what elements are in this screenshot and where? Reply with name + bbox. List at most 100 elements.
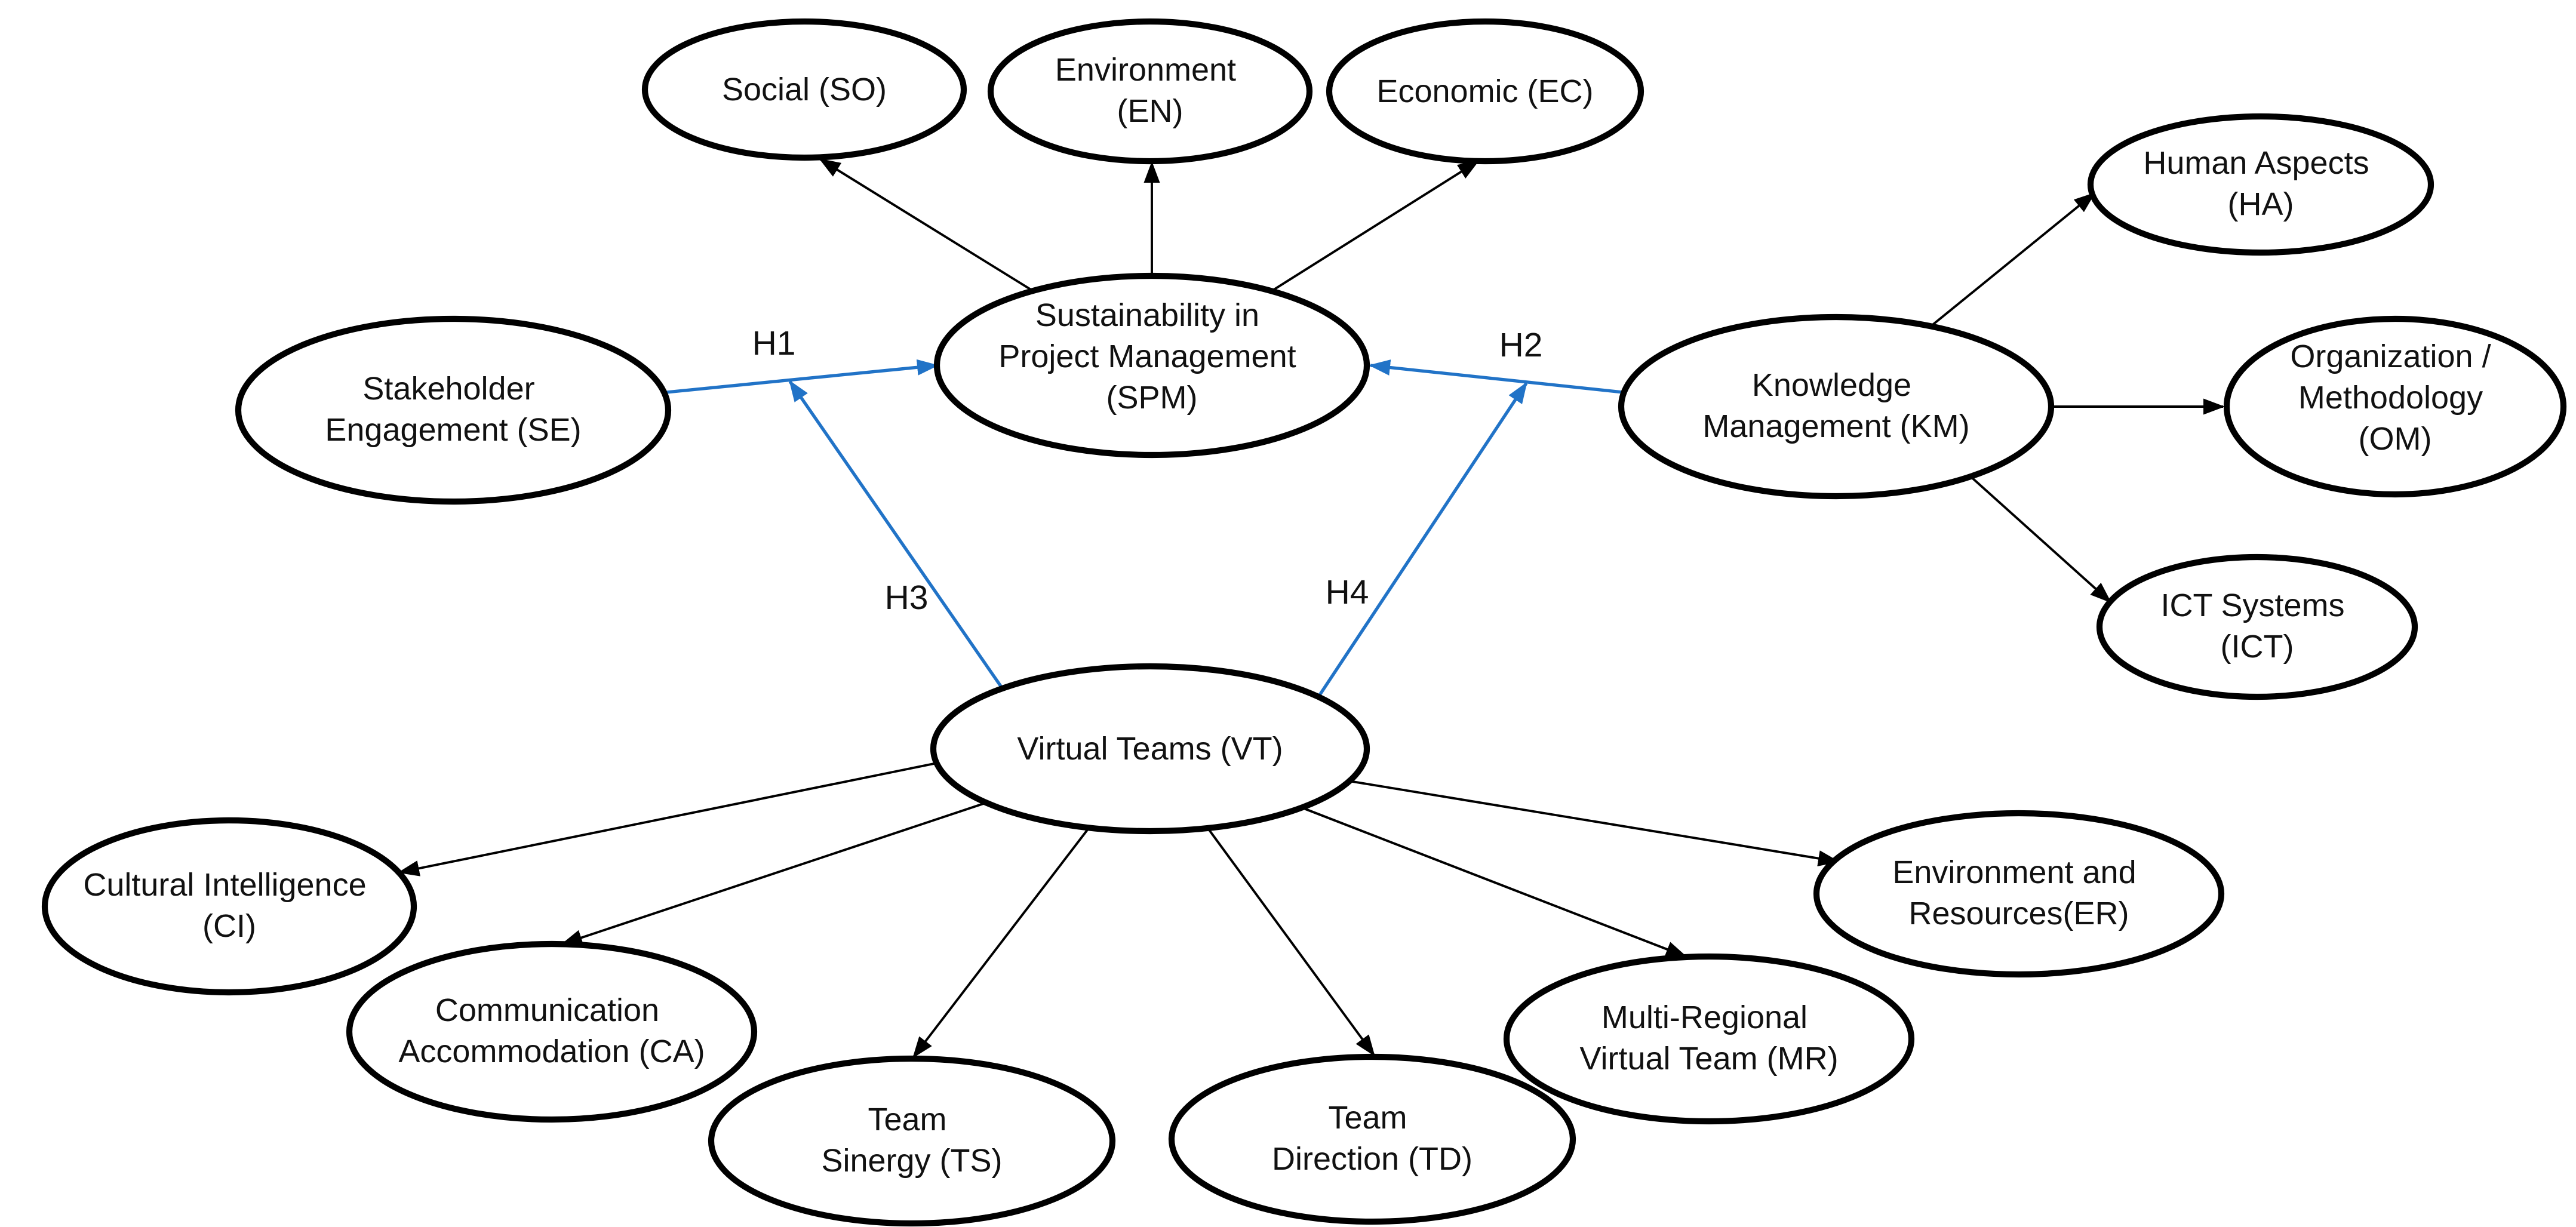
node-ict-shape [2096, 553, 2418, 700]
node-td-shape [1168, 1053, 1576, 1225]
node-td-label: Direction (TD) [1272, 1141, 1473, 1177]
node-km-label: Management (KM) [1702, 408, 1969, 444]
node-ca-label: Accommodation (CA) [398, 1034, 705, 1069]
node-ci-shape [41, 817, 417, 996]
node-er-label: Resources(ER) [1908, 896, 2129, 931]
node-om-label: (OM) [2359, 421, 2432, 457]
svg-text:Multi-Regional Virtual T: Multi-Regional Virtual Team (MR) [1579, 1000, 1838, 1077]
edge-h1-se-spm [666, 359, 939, 394]
node-spm-label: Sustainability in [1035, 297, 1259, 333]
svg-text:ICT Systems (ICT): ICT Systems (ICT) [2160, 588, 2353, 665]
node-td-label: Team [1328, 1100, 1407, 1136]
node-spm-shape [933, 272, 1370, 459]
node-km-label: Knowledge [1752, 367, 1911, 403]
node-environment: Environment (EN) [987, 18, 1313, 165]
hypothesis-label-h4: H4 [1326, 573, 1369, 611]
node-economic-label: Economic (EC) [1376, 73, 1593, 109]
node-cultural-intelligence: Cultural Intelligence (CI) [41, 817, 417, 996]
svg-text:Organization / Methodolo: Organization / Methodology (OM) [2290, 339, 2500, 457]
node-ha-shape [2087, 113, 2434, 256]
node-organization-methodology: Organization / Methodology (OM) [2223, 315, 2567, 498]
node-mr-label: Multi-Regional [1601, 1000, 1807, 1035]
node-mr-shape [1503, 953, 1915, 1125]
node-team-direction: Team Direction (TD) [1168, 1053, 1576, 1225]
hypothesis-label-h1: H1 [752, 324, 796, 362]
node-om-label: Methodology [2298, 380, 2483, 416]
edge-h3-vt-h1path [788, 380, 1005, 691]
node-se-label: Stakeholder [362, 371, 534, 407]
node-spm-label: Project Management [998, 339, 1296, 374]
node-se-shape [235, 315, 672, 505]
node-ts-label: Team [868, 1102, 946, 1137]
node-social-label: Social (SO) [722, 72, 887, 107]
node-ict-label: ICT Systems [2160, 588, 2344, 623]
node-vt-shape [930, 663, 1370, 835]
node-om-shape [2223, 315, 2567, 498]
svg-text:Team Sinergy (TS): Team Sinergy (TS) [821, 1102, 1002, 1179]
hypothesis-edges [666, 359, 1624, 698]
node-ict-systems: ICT Systems (ICT) [2096, 553, 2418, 700]
node-mr-label: Virtual Team (MR) [1579, 1041, 1838, 1077]
node-human-aspects: Human Aspects (HA) [2087, 113, 2434, 256]
svg-text:Environment and Resource: Environment and Resources(ER) [1892, 854, 2145, 931]
node-environment-label: (EN) [1117, 93, 1184, 129]
node-ha-label: Human Aspects [2143, 145, 2369, 181]
svg-text:Cultural Intelligence (C: Cultural Intelligence (CI) [83, 867, 375, 944]
node-er-shape [1813, 810, 2225, 978]
node-ts-shape [708, 1055, 1116, 1227]
edge-vt-td [1206, 826, 1375, 1057]
node-ci-label: Cultural Intelligence [83, 867, 366, 903]
edge-vt-ci [398, 762, 937, 877]
node-om-label: Organization / [2290, 339, 2491, 374]
edge-spm-so [819, 158, 1033, 291]
edge-vt-er [1348, 780, 1840, 866]
node-economic-shape [1326, 18, 1644, 165]
edge-h2-km-spm [1369, 359, 1624, 394]
svg-text:Stakeholder Engagement (: Stakeholder Engagement (SE) [325, 371, 581, 448]
node-ca-label: Communication [435, 992, 659, 1028]
edge-vt-ts [912, 826, 1090, 1059]
hypothesis-label-h3: H3 [885, 579, 929, 617]
node-spm-label: (SPM) [1106, 380, 1198, 416]
hypothesis-label-h2: H2 [1499, 326, 1543, 364]
edge-vt-ca [561, 801, 988, 946]
edge-km-ict [1969, 475, 2112, 604]
node-ci-label: (CI) [202, 908, 256, 944]
svg-text:Virtual Teams (VT): Virtual Teams (VT) [1017, 731, 1283, 767]
node-ts-label: Sinergy (TS) [821, 1143, 1002, 1179]
node-social: Social (SO) [641, 18, 967, 161]
node-stakeholder-engagement: Stakeholder Engagement (SE) [235, 315, 672, 505]
node-environment-shape [987, 18, 1313, 165]
node-er-label: Environment and [1892, 854, 2136, 890]
node-se-label: Engagement (SE) [325, 412, 581, 448]
svg-text:Knowledge Management (KM: Knowledge Management (KM) [1702, 367, 1969, 444]
black-edges [398, 158, 2225, 1059]
edge-h4-vt-h2path [1317, 382, 1528, 698]
node-environment-and-resources: Environment and Resources(ER) [1813, 810, 2225, 978]
svg-text:Sustainability in Projec: Sustainability in Project Management (SP… [998, 297, 1305, 416]
svg-text:Environment (EN): Environment (EN) [1055, 52, 1245, 129]
edge-spm-ec [1269, 160, 1480, 293]
node-communication-accommodation: Communication Accommodation (CA) [346, 940, 758, 1123]
node-virtual-teams: Virtual Teams (VT) [930, 663, 1370, 835]
svg-text:Economic (EC): Economic (EC) [1376, 73, 1593, 109]
node-sustainability-in-project-management: Sustainability in Project Management (SP… [933, 272, 1370, 459]
node-ict-label: (ICT) [2221, 629, 2294, 665]
node-ca-shape [346, 940, 758, 1123]
node-km-shape [1618, 313, 2055, 500]
node-vt-label: Virtual Teams (VT) [1017, 731, 1283, 767]
node-knowledge-management: Knowledge Management (KM) [1618, 313, 2055, 500]
edge-vt-mr [1302, 807, 1687, 958]
node-environment-label: Environment [1055, 52, 1236, 88]
svg-text:Human Aspects (HA): Human Aspects (HA) [2143, 145, 2378, 222]
node-team-sinergy: Team Sinergy (TS) [708, 1055, 1116, 1227]
node-economic: Economic (EC) [1326, 18, 1644, 165]
node-ha-label: (HA) [2228, 186, 2294, 222]
node-social-shape [641, 18, 967, 161]
node-multi-regional-virtual-team: Multi-Regional Virtual Team (MR) [1503, 953, 1915, 1125]
svg-text:Team Direction (TD): Team Direction (TD) [1272, 1100, 1473, 1177]
svg-text:Communication Accommodat: Communication Accommodation (CA) [398, 992, 705, 1069]
edge-km-ha [1930, 192, 2096, 327]
